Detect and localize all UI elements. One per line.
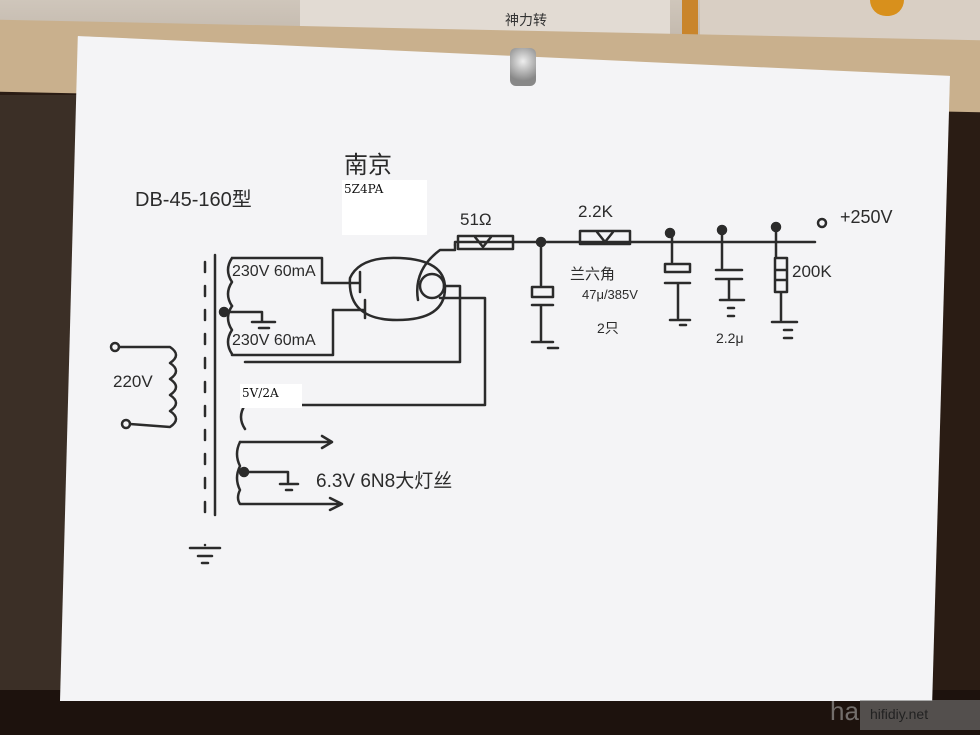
watermark-text: hifidiy.net <box>870 706 929 722</box>
watermark: ha hifidiy.net <box>830 696 980 730</box>
rectifier-tube-label: 5Z4PA <box>342 180 427 235</box>
output-voltage-label: +250V <box>840 207 893 227</box>
filter-caps-count-label: 2只 <box>597 320 619 336</box>
heater-winding-label: 6.3V 6N8大灯丝 <box>316 471 453 492</box>
series-resistor-1-label: 51Ω <box>460 210 492 229</box>
filter-caps-note-label: 兰六角 <box>570 266 616 283</box>
hv-secondary-bottom-label: 230V 60mA <box>232 332 316 349</box>
hv-secondary-top-label: 230V 60mA <box>232 263 316 280</box>
series-resistor-2-label: 2.2K <box>578 202 613 221</box>
bypass-cap-label: 2.2μ <box>716 330 744 346</box>
rectifier-filament-label: 5V/2A <box>240 384 302 408</box>
watermark-prefix: ha <box>830 696 859 726</box>
transformer-model-label: DB-45-160型 <box>135 189 252 211</box>
bolt-icon <box>510 48 536 86</box>
bleeder-resistor-label: 200K <box>792 262 832 281</box>
primary-voltage-label: 220V <box>113 372 153 391</box>
brand-note-label: 南京 <box>344 152 392 179</box>
background-stripe <box>682 0 698 44</box>
background-caption: 神力转 <box>505 12 547 28</box>
filter-caps-value-label: 47μ/385V <box>582 287 638 302</box>
background-knob <box>870 0 904 16</box>
schematic-paper <box>60 36 950 701</box>
